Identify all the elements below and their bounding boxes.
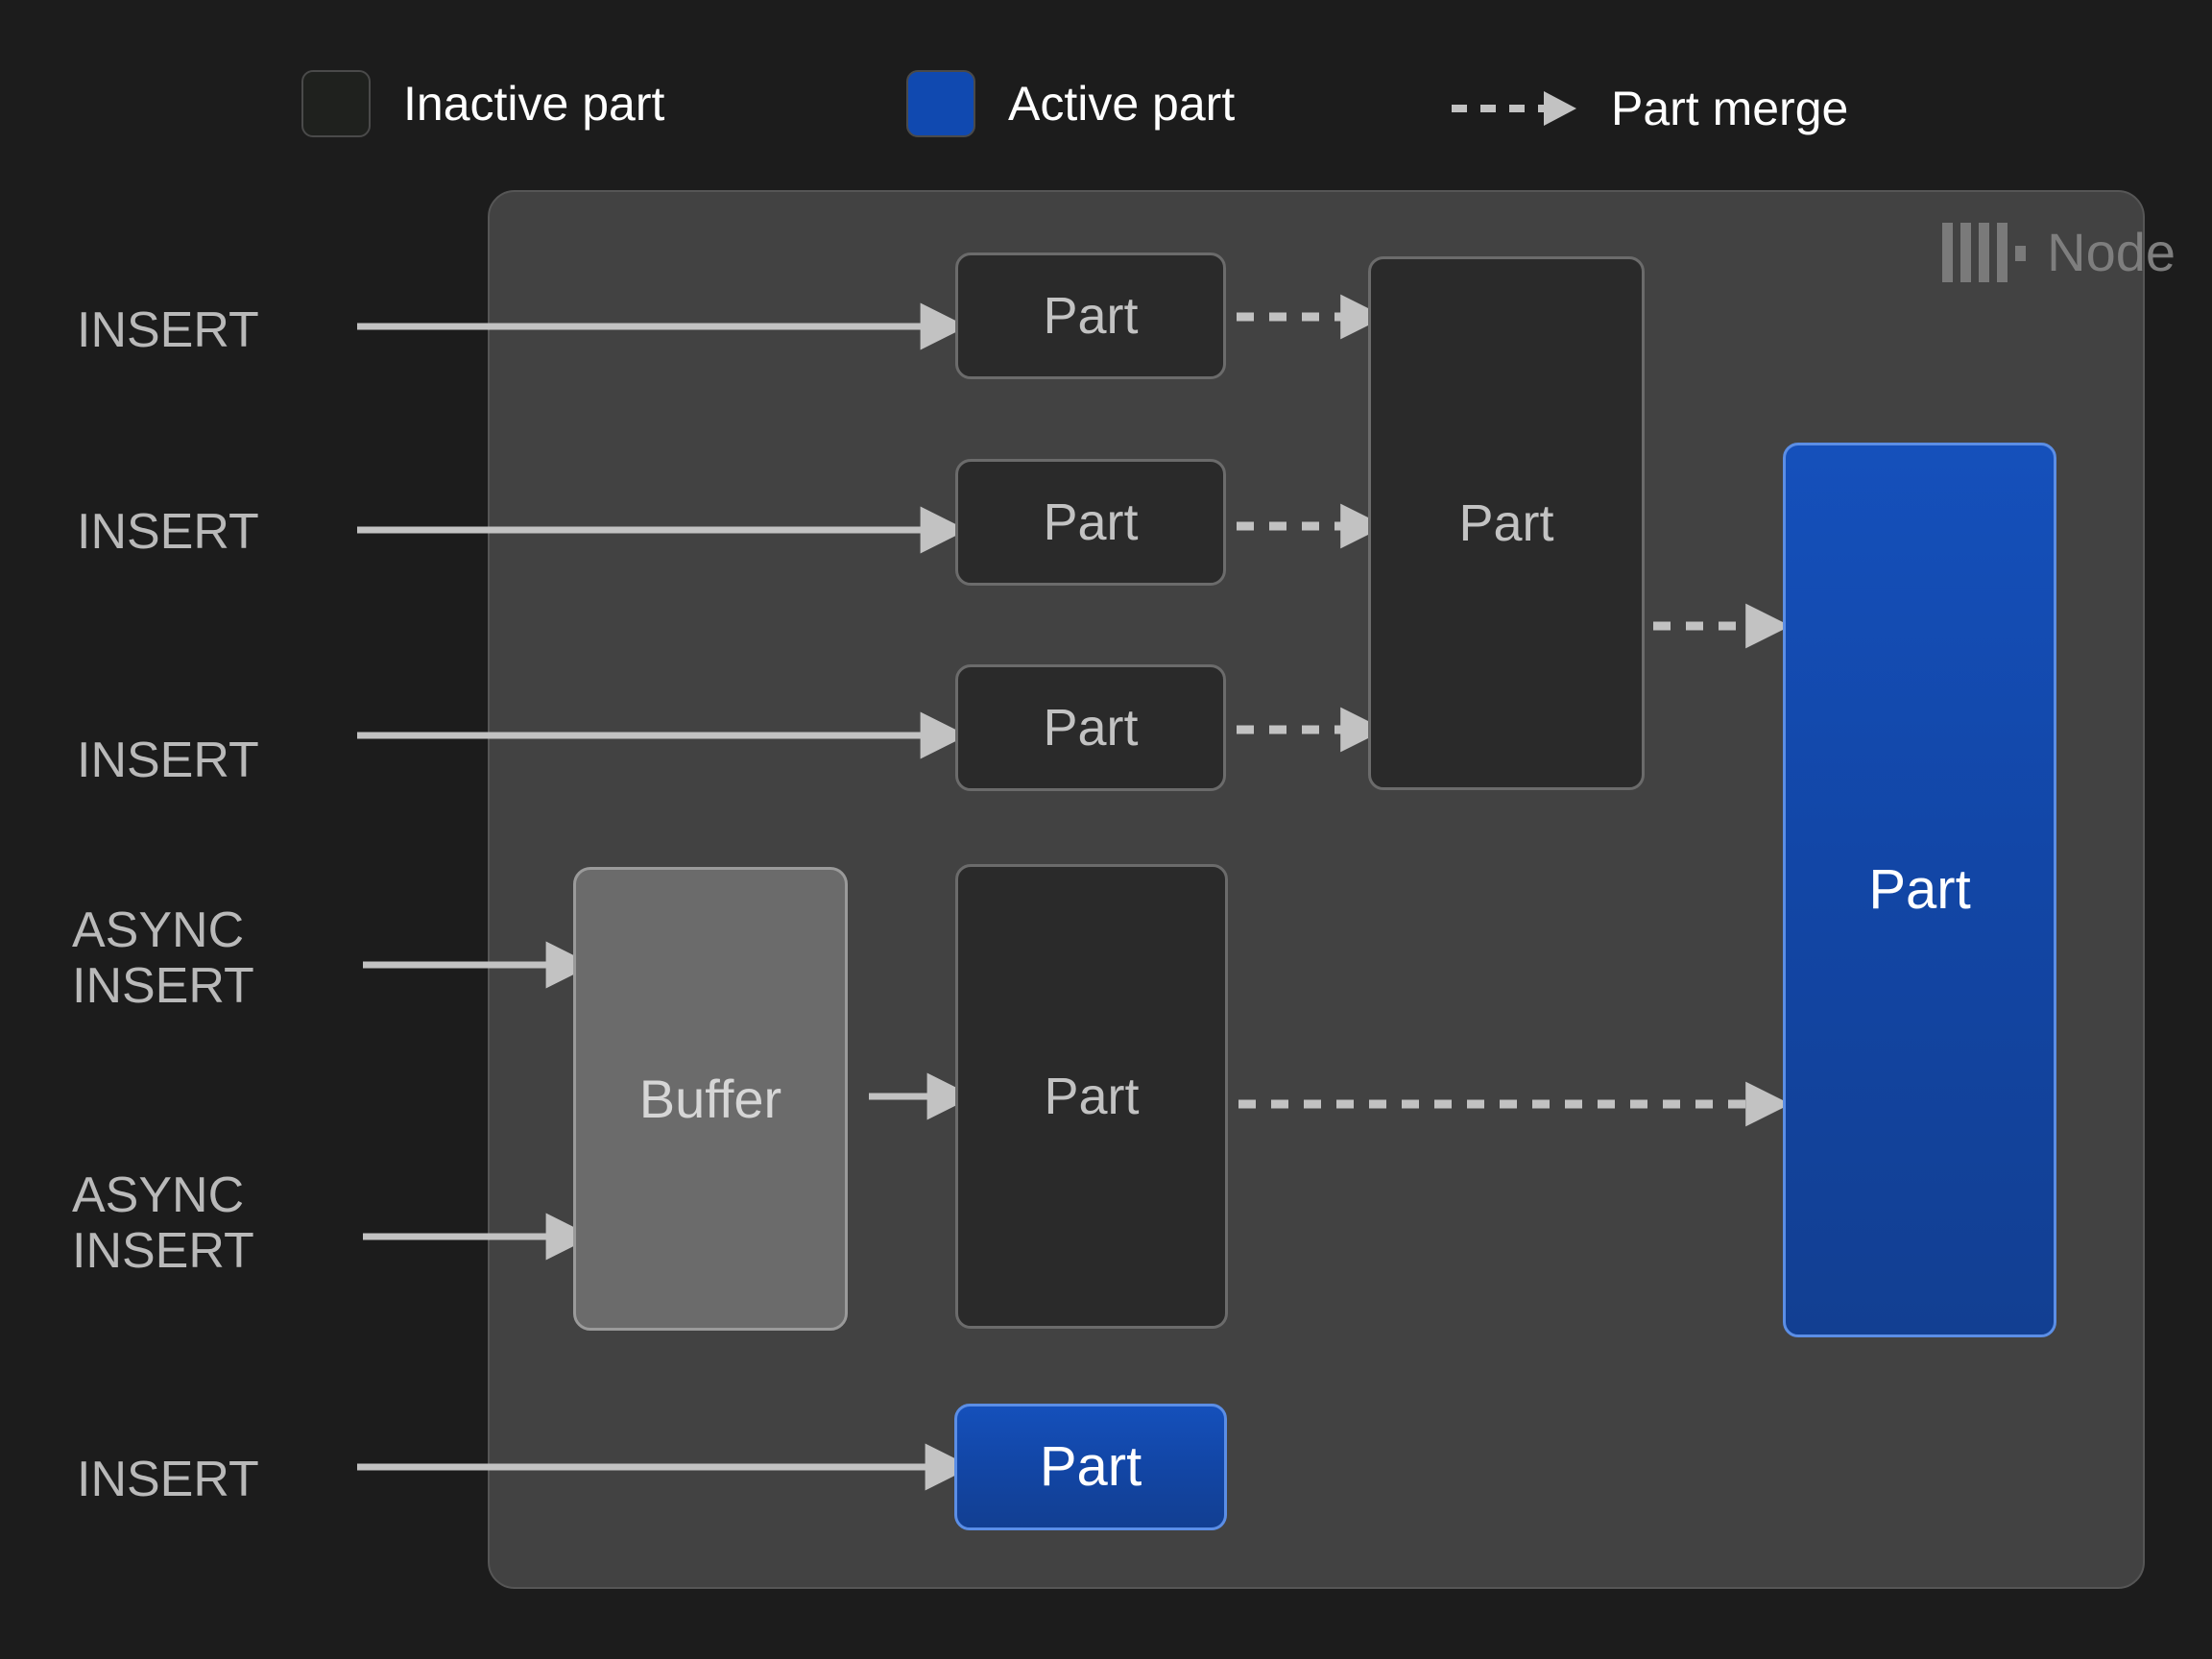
node-tag: Node	[1942, 223, 2176, 282]
buffer-box-label: Buffer	[638, 1068, 782, 1129]
legend-label-part-merge: Part merge	[1611, 82, 1849, 135]
source-label-async-insert-2: ASYNC INSERT	[72, 1167, 254, 1280]
source-label-insert-1: INSERT	[77, 302, 259, 358]
source-label-insert-2: INSERT	[77, 504, 259, 560]
legend-label-active-part: Active part	[1008, 77, 1236, 131]
part-box-merged[interactable]: Part	[1368, 256, 1645, 790]
source-label-insert-3: INSERT	[77, 733, 259, 788]
legend-label-inactive-part: Inactive part	[403, 77, 665, 131]
part-box-label: Part	[1868, 858, 1971, 921]
part-box-from-buffer[interactable]: Part	[955, 864, 1228, 1329]
buffer-box[interactable]: Buffer	[573, 867, 848, 1331]
part-box-label: Part	[1043, 699, 1139, 757]
part-box-label: Part	[1458, 494, 1554, 552]
source-label-insert-4: INSERT	[77, 1452, 259, 1507]
part-box-label: Part	[1039, 1435, 1142, 1498]
part-box-label: Part	[1043, 287, 1139, 345]
part-box-small-1[interactable]: Part	[955, 252, 1226, 379]
part-box-label: Part	[1043, 493, 1139, 551]
part-box-small-2[interactable]: Part	[955, 459, 1226, 586]
inactive-part-swatch	[301, 70, 371, 137]
part-box-direct-active[interactable]: Part	[954, 1404, 1227, 1530]
legend: Inactive part Active part Part merge	[0, 0, 2212, 182]
dashed-arrow-icon	[1452, 89, 1578, 128]
legend-item-inactive-part: Inactive part	[301, 70, 664, 137]
legend-item-active-part: Active part	[906, 70, 1235, 137]
active-part-swatch	[906, 70, 975, 137]
part-box-label: Part	[1044, 1068, 1140, 1125]
part-box-final-active[interactable]: Part	[1783, 443, 2056, 1337]
source-label-async-insert-1: ASYNC INSERT	[72, 902, 254, 1015]
node-label: Node	[2047, 222, 2176, 282]
part-box-small-3[interactable]: Part	[955, 664, 1226, 791]
clickhouse-bars-icon	[1942, 223, 2027, 282]
legend-item-part-merge: Part merge	[1452, 84, 1848, 132]
